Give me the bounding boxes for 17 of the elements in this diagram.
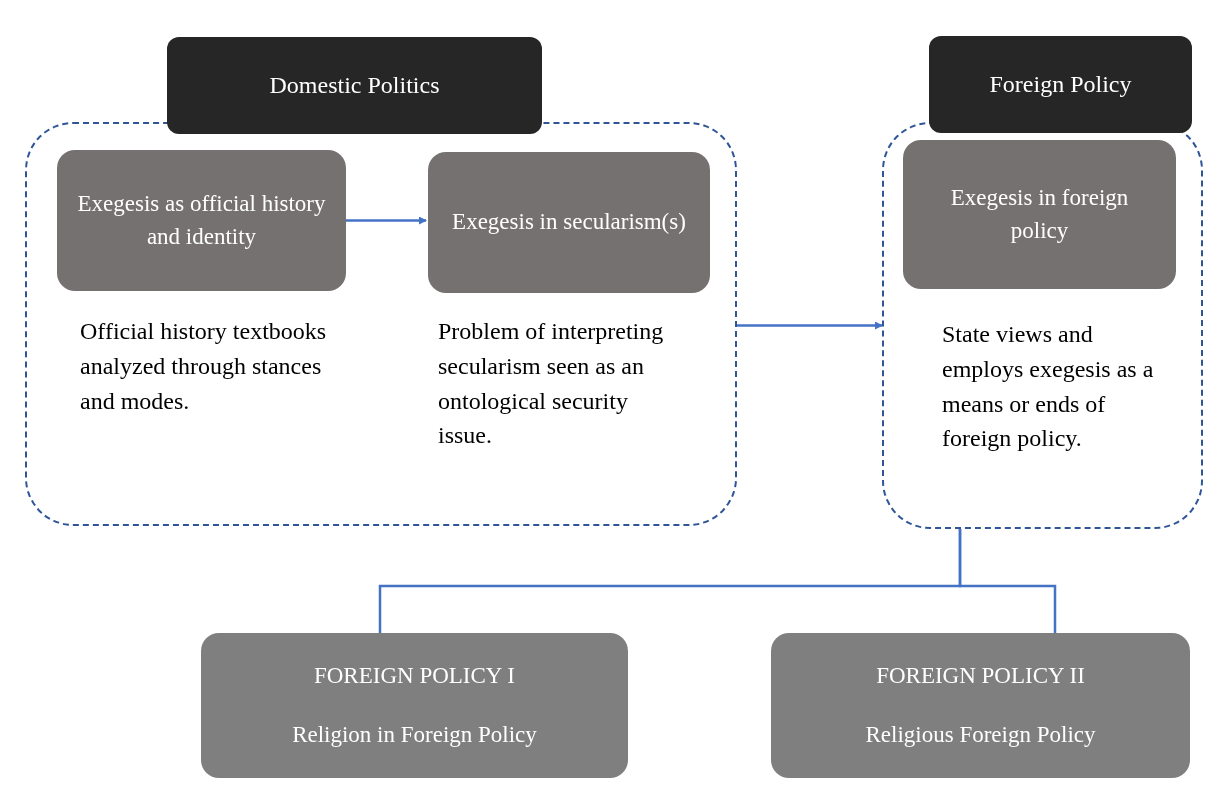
- process-box: Exegesis in secularism(s): [428, 152, 710, 293]
- group-heading-banner: Domestic Politics: [167, 37, 542, 134]
- arrow: [344, 216, 427, 225]
- group-heading-banner: Foreign Policy: [929, 36, 1192, 133]
- description-text: Official history textbooks analyzed through stances and modes.: [80, 317, 328, 416]
- process-box: [201, 633, 628, 778]
- description-text: State views and employs exegesis as a means or ends of foreign policy.: [942, 320, 1155, 454]
- process-box: [771, 633, 1190, 778]
- arrow: [737, 321, 883, 330]
- box-text: Religious Foreign Policy: [865, 720, 1096, 749]
- box-heading: FOREIGN POLICY II: [876, 662, 1085, 691]
- description-text: Problem of interpreting secularism seen as an ontological security issue.: [438, 317, 665, 451]
- process-box: Exegesis in foreign policy: [903, 140, 1176, 289]
- process-box: Exegesis as official history and identity: [57, 150, 346, 291]
- box-text: Religion in Foreign Policy: [292, 720, 537, 749]
- box-heading: FOREIGN POLICY I: [313, 662, 515, 691]
- connector-line: [958, 529, 1057, 633]
